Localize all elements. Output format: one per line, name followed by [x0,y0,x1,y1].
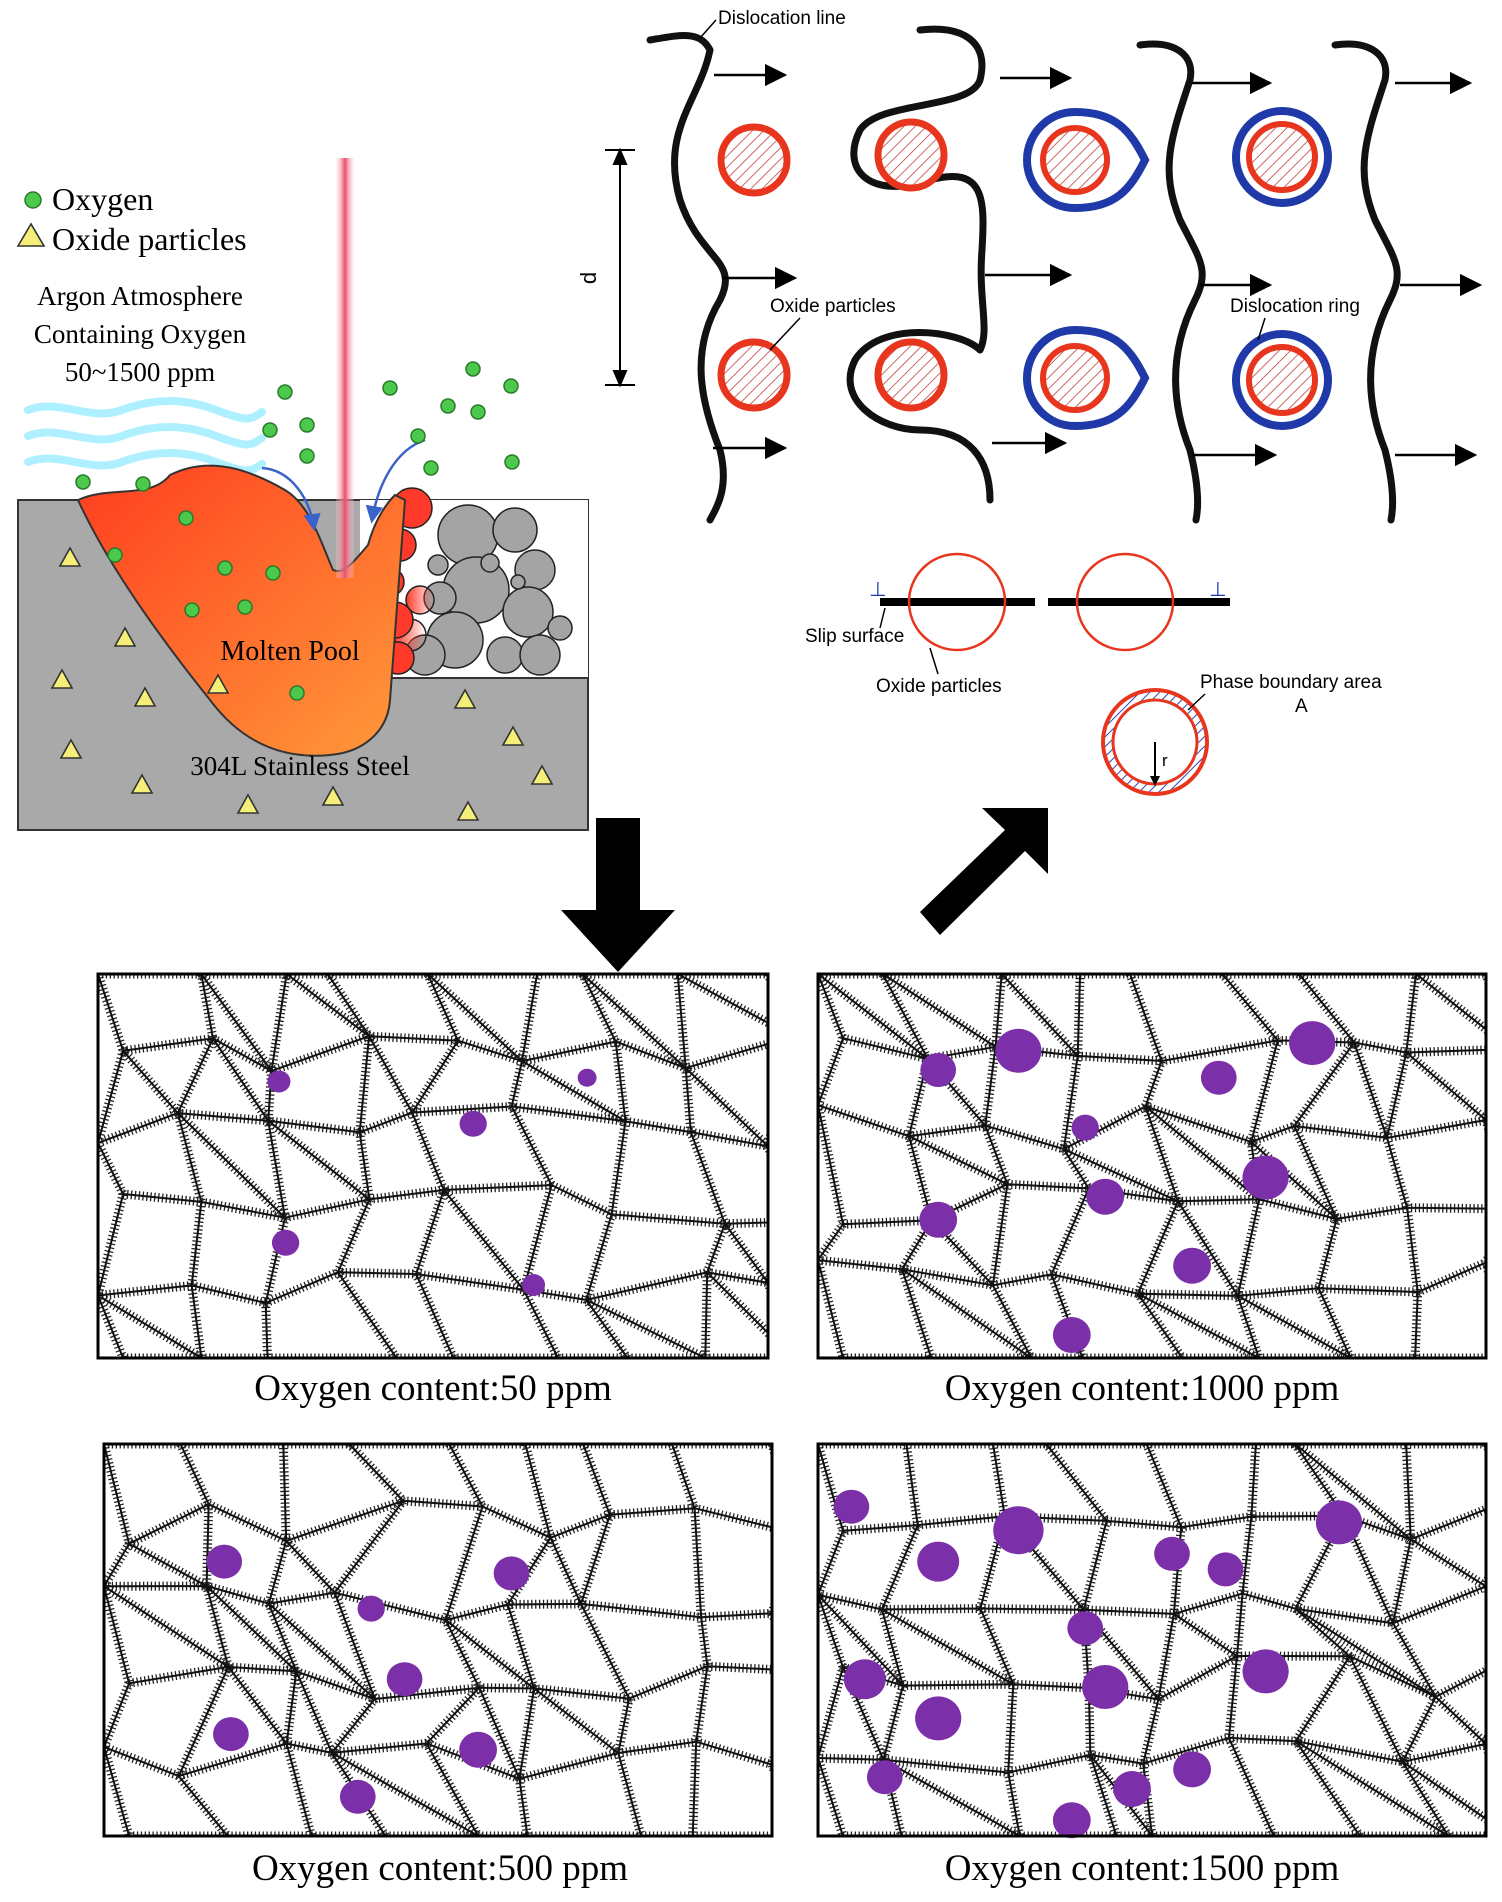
grain-boundaries [818,974,1486,1358]
substrate-label: 304L Stainless Steel [190,751,409,781]
oxide-precipitate [339,1779,376,1814]
molten-pool-label: Molten Pool [220,636,359,667]
oxygen-legend-label: Oxygen [52,181,153,217]
oxide-precipitate [459,1731,497,1768]
panel-frame [816,972,1488,1360]
panel-caption-1000ppm: Oxygen content:1000 ppm [945,1368,1340,1409]
laser-beam [336,158,354,578]
oxide-precipitate [267,1070,291,1093]
atmosphere-line-1: Argon Atmosphere [37,281,243,311]
oxide-precipitate [1200,1060,1237,1095]
oxide-precipitate [213,1717,249,1752]
oxide-precipitate [1154,1536,1190,1571]
grain-panel-1000ppm [816,972,1488,1360]
oxide-triangles [50,546,554,821]
oxide-precipitate [920,1053,957,1087]
atmosphere-line-2: Containing Oxygen [34,319,247,349]
oxide-precipitate [1071,1114,1099,1141]
oxide-precipitate [1289,1021,1336,1066]
radius-label: r [1162,751,1168,770]
dislocation-lines [646,25,1401,524]
oxygen-flow-arrow-left [261,466,321,532]
oxygen-flow-arrow-right [365,438,426,524]
oxide-precipitate [1242,1649,1289,1694]
oxygen-dots [75,361,520,701]
oxide-legend-label: Oxide particles [52,221,247,257]
slip-particle-left [907,552,1007,652]
oxide-precipitate [1207,1552,1244,1587]
grain-boundaries [98,974,768,1358]
slip-particle-right [1075,552,1175,652]
oxide-precipitate [1173,1751,1211,1788]
oxide-particle-rings [717,118,948,412]
oxide-precipitate [577,1068,597,1087]
oxide-precipitate [1086,1178,1125,1215]
dislocation-ring-label: Dislocation ring [1230,296,1360,317]
panel-caption-500ppm: Oxygen content:500 ppm [252,1848,628,1889]
phase-boundary-label-2: A [1295,696,1308,717]
down-arrow [561,818,675,972]
panel-caption-1500ppm: Oxygen content:1500 ppm [945,1848,1340,1889]
panel-frame [102,1442,774,1838]
oxide-precipitate [459,1110,487,1137]
atmosphere-line-3: 50~1500 ppm [65,357,215,387]
dislocation-rings [1022,107,1332,431]
motion-arrows [713,63,1483,467]
oxide-precipitate [1173,1247,1211,1284]
grain-structure-panels [96,972,1488,1839]
oxide-precipitate [1052,1802,1091,1839]
oxide-precipitate [493,1556,530,1591]
dislocation-symbol-right: ⊥ [1209,579,1226,601]
oxide-precipitate [271,1229,300,1256]
dislocation-line-label: Dislocation line [718,8,846,29]
powder-bed [375,487,573,676]
panel-caption-50ppm: Oxygen content:50 ppm [254,1368,612,1409]
spacing-dimension [605,147,635,388]
panel-frame [96,972,770,1360]
spacing-label: d [576,272,601,284]
dislocation-schematic: d Dislocation line Oxide particles Dislo… [576,8,1483,524]
oxide-precipitate [1067,1611,1104,1646]
oxide-precipitate [993,1506,1044,1555]
oxide-particles-label-bottom: Oxide particles [876,676,1002,697]
phase-boundary-label-1: Phase boundary area [1200,672,1382,693]
oxygen-legend-icon [24,191,42,209]
oxide-precipitate [843,1659,886,1700]
gas-flow-waves [24,397,266,475]
oxide-legend-icon [16,222,46,247]
slip-surface-schematic: ⊥ ⊥ Slip surface Oxide particles r Phase… [805,552,1382,796]
grain-panel-50ppm [96,972,770,1360]
oxide-particles-label-top: Oxide particles [770,296,896,317]
oxide-precipitate [386,1662,423,1697]
oxide-precipitate [919,1201,958,1238]
oxide-precipitate [357,1595,385,1622]
dislocation-symbol-left: ⊥ [869,579,886,601]
oxide-precipitate [995,1028,1042,1073]
oxide-precipitate [1052,1317,1091,1353]
oxide-precipitate [915,1696,962,1741]
grain-panel-500ppm [102,1442,774,1838]
oxide-precipitate [206,1544,243,1579]
oxide-precipitate [1113,1771,1151,1807]
panel-frame [816,1442,1488,1838]
oxide-precipitate [1082,1665,1129,1709]
up-right-arrow [920,808,1048,935]
oxide-precipitate [866,1760,903,1795]
slip-surface-label: Slip surface [805,626,904,647]
oxide-precipitate [833,1489,870,1524]
oxide-precipitate [521,1274,546,1296]
oxide-precipitate [1315,1500,1363,1545]
oxide-precipitate [1242,1155,1289,1200]
oxide-precipitate [917,1541,960,1582]
process-schematic: Oxygen Oxide particles Argon Atmosphere … [16,158,589,831]
grain-panel-1500ppm [816,1442,1488,1839]
grain-boundaries [104,1444,772,1836]
